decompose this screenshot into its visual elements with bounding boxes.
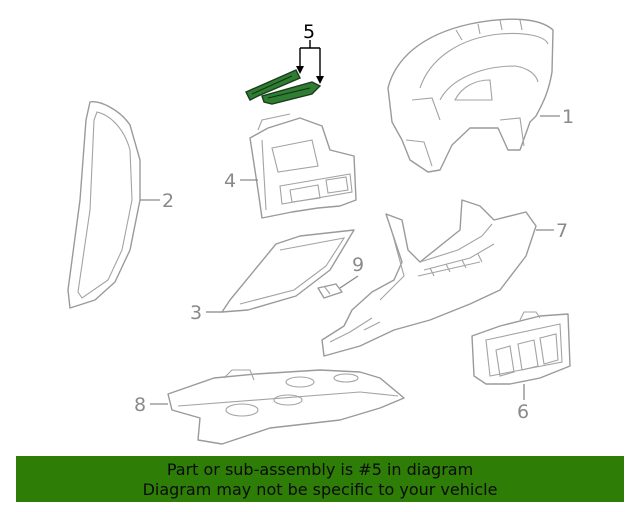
banner-line-1: Part or sub-assembly is #5 in diagram — [166, 460, 474, 479]
part-5-trim-strips[interactable] — [245, 69, 322, 105]
banner-line-2: Diagram may not be specific to your vehi… — [142, 480, 498, 499]
leader-lines — [140, 40, 560, 405]
callout-5: 5 — [303, 21, 315, 43]
part-7-floor-console[interactable] — [321, 199, 537, 357]
part-2-side-trim-panel[interactable] — [67, 101, 141, 309]
callout-6: 6 — [517, 401, 529, 423]
info-banner: Part or sub-assembly is #5 in diagram Di… — [16, 456, 624, 502]
part-6-switch-panel[interactable] — [471, 311, 571, 385]
callout-3: 3 — [190, 302, 202, 324]
part-1-instrument-cluster[interactable] — [387, 18, 554, 173]
part-3-knee-panel[interactable] — [221, 229, 355, 313]
callout-1: 1 — [562, 106, 574, 128]
part-4-center-bezel[interactable] — [249, 113, 357, 219]
callout-2: 2 — [162, 190, 174, 212]
part-8-floor-bracket[interactable] — [167, 369, 405, 445]
callout-8: 8 — [134, 394, 146, 416]
callout-9: 9 — [352, 254, 364, 276]
part-9-clip[interactable] — [317, 283, 343, 299]
callout-4: 4 — [224, 170, 236, 192]
callout-7: 7 — [556, 220, 568, 242]
parts-diagram: 1 2 3 4 5 6 7 8 9 — [67, 18, 574, 445]
